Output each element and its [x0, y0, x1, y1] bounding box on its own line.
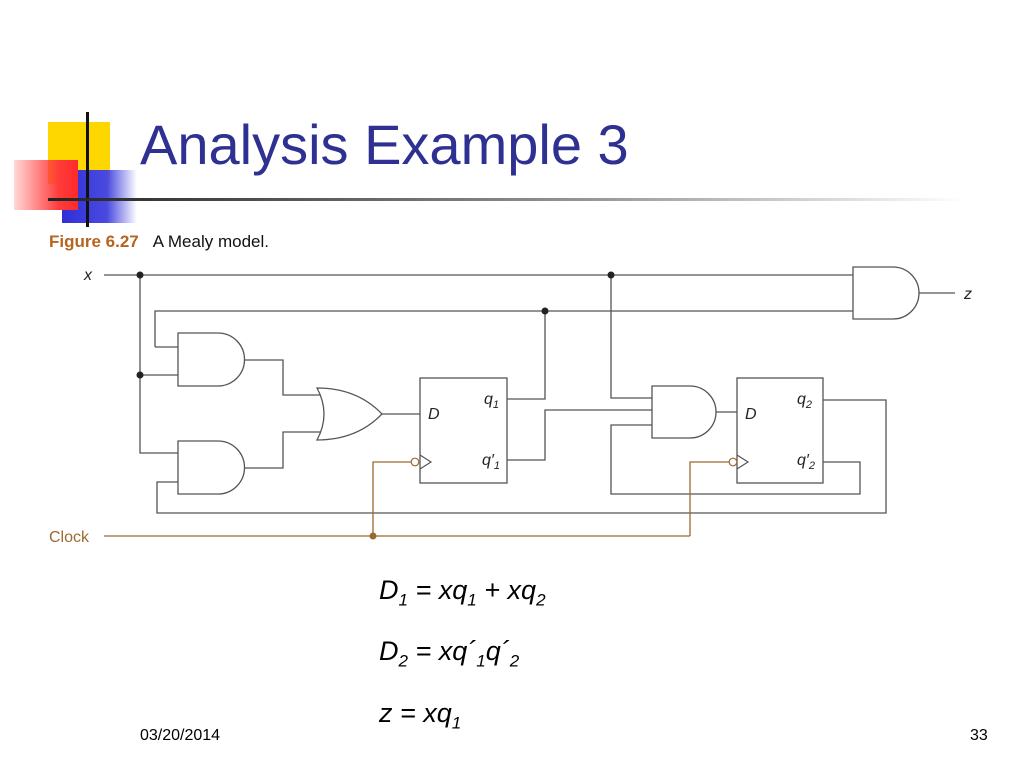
slide-title: Analysis Example 3	[140, 113, 629, 176]
wire-clock-ff1	[372, 461, 411, 536]
wire-q2bar-feedback	[610, 424, 861, 495]
ff2-qbar-label: q′2	[797, 452, 815, 472]
wire-x-branch-left	[139, 275, 178, 454]
decor-red-square	[14, 160, 78, 210]
slide-page-number: 33	[970, 727, 988, 744]
wire-x-and3	[610, 275, 652, 399]
ff1-q-label: q1	[484, 391, 499, 411]
label-z: z	[963, 286, 972, 303]
figure-caption: Figure 6.27 A Mealy model.	[49, 232, 269, 252]
ff2-q-label: q2	[797, 391, 812, 411]
ff1-qbar-label: q′1	[482, 452, 500, 472]
or-gate	[315, 387, 383, 441]
flip-flop-1	[419, 377, 508, 484]
wire-and2-or	[244, 431, 322, 469]
wire-and1-or	[244, 359, 322, 396]
figure-caption-text: A Mealy model.	[152, 232, 269, 251]
wire-q2-feedback	[156, 399, 887, 514]
decor-horizontal-line	[48, 198, 968, 201]
label-x: x	[83, 267, 93, 284]
wire-q1bar	[507, 409, 652, 461]
clock-triangle-ff2	[736, 454, 750, 470]
figure-number: Figure 6.27	[49, 232, 139, 251]
wire-q1-out	[507, 311, 546, 400]
ff2-d-label: D	[745, 406, 757, 423]
equation-z: z = xq1	[379, 698, 462, 733]
clock-bubble-ff1	[410, 457, 420, 467]
wire-q1-feedback	[154, 310, 853, 348]
clock-triangle-ff1	[419, 454, 433, 470]
wire-clock-ff2	[689, 461, 729, 536]
slide-date: 03/20/2014	[140, 727, 221, 744]
flip-flop-2	[736, 377, 824, 484]
and-gate-1	[177, 332, 246, 387]
clock-bubble-ff2	[728, 457, 738, 467]
and-gate-2	[177, 440, 246, 495]
equation-d1: D1 = xq1 + xq2	[379, 575, 546, 610]
and-gate-output	[852, 266, 920, 320]
ff1-d-label: D	[428, 406, 440, 423]
and-gate-3	[651, 385, 717, 439]
decor-vertical-line	[86, 112, 89, 227]
label-clock: Clock	[49, 529, 90, 546]
equation-d2: D2 = xq´1q´2	[379, 636, 520, 671]
